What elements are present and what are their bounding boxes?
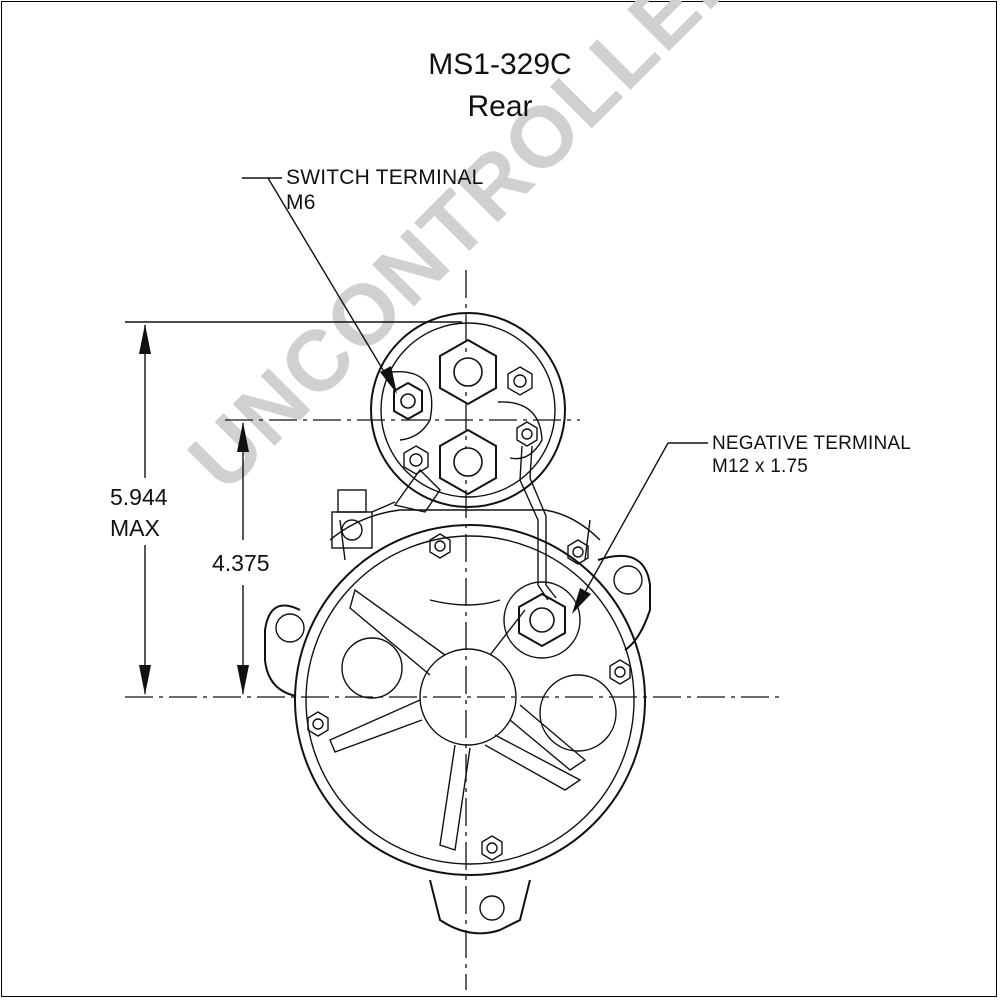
solenoid-cap xyxy=(370,312,566,513)
end-frame-ribs xyxy=(329,588,587,851)
left-fitting xyxy=(331,489,396,549)
negative-terminal-leader xyxy=(572,442,708,614)
centerline-height-dimension xyxy=(237,422,249,695)
switch-terminal-label: SWITCH TERMINAL xyxy=(286,166,484,189)
negative-terminal-size: M12 x 1.75 xyxy=(712,456,808,477)
switch-terminal-size: M6 xyxy=(286,191,316,214)
overall-height-dimension xyxy=(125,321,462,695)
switch-terminal-stud xyxy=(393,381,423,421)
motor-housing xyxy=(294,509,646,876)
view-label: Rear xyxy=(467,90,533,123)
brush-openings xyxy=(341,637,617,752)
negative-terminal-label: NEGATIVE TERMINAL xyxy=(712,433,912,454)
overall-height-value: 5.944 xyxy=(110,484,168,510)
solenoid-link-stud xyxy=(516,421,557,601)
negative-terminal-stud xyxy=(503,581,581,659)
housing-bolts xyxy=(307,533,631,861)
switch-terminal-leader xyxy=(242,177,397,394)
mounting-lugs xyxy=(264,555,651,935)
centerline-height-value: 4.375 xyxy=(212,550,270,576)
part-number-title: MS1-329C xyxy=(428,48,572,81)
overall-height-note: MAX xyxy=(110,515,160,541)
